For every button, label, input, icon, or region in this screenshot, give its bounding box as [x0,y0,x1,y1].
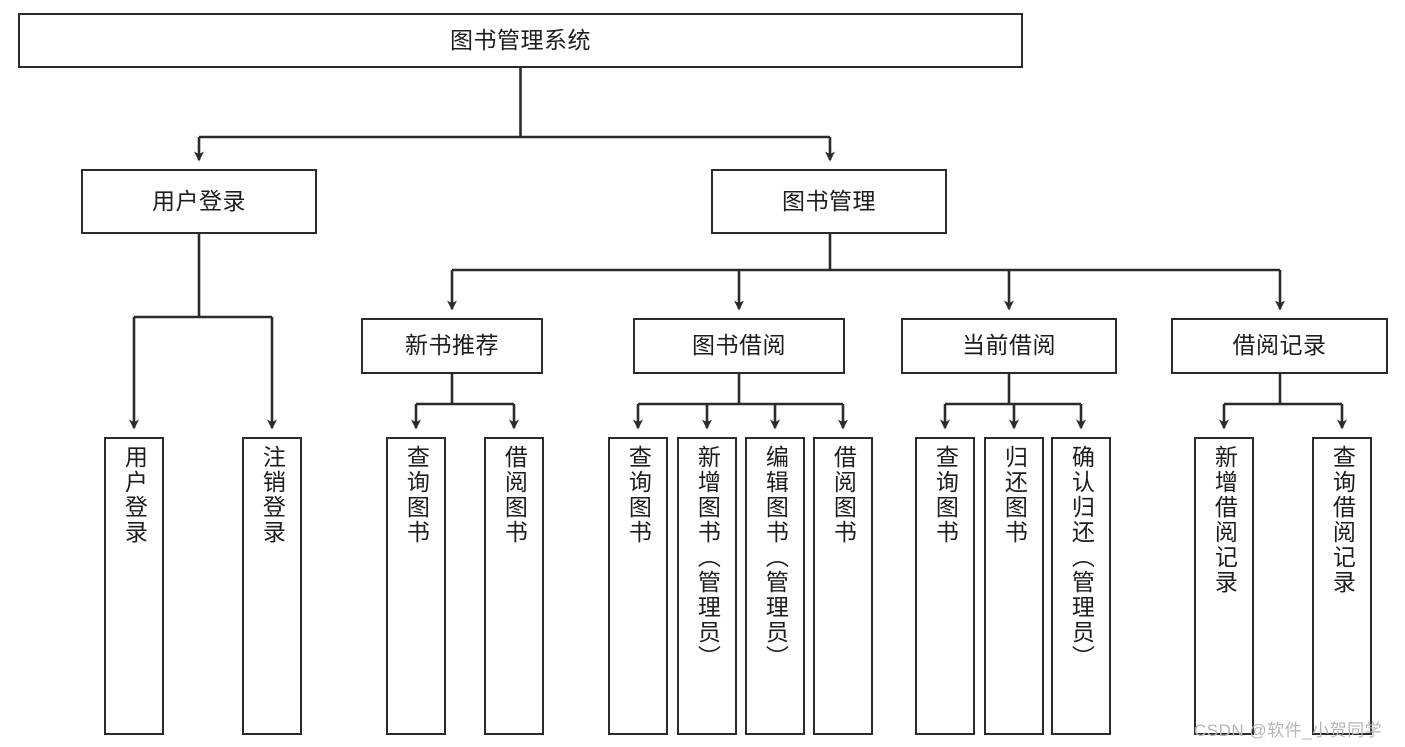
node-leaf-user-login-label: 用户登录 [121,445,148,545]
node-leaf-add-book[interactable]: 新增图书（管理员） [677,437,737,735]
node-root[interactable]: 图书管理系统 [18,13,1023,68]
node-leaf-query-book-2-label: 查询图书 [625,445,652,545]
node-leaf-confirm-return[interactable]: 确认归还（管理员） [1051,437,1111,735]
node-book-management[interactable]: 图书管理 [711,169,947,234]
node-book-borrow-label: 图书借阅 [692,332,786,359]
node-leaf-add-record-label: 新增借阅记录 [1211,445,1238,595]
node-leaf-borrow-book-1[interactable]: 借阅图书 [484,437,544,735]
node-borrow-record-label: 借阅记录 [1232,332,1327,359]
node-leaf-logout-login[interactable]: 注销登录 [242,437,302,735]
node-user-login-label: 用户登录 [152,187,246,214]
node-leaf-query-book-3-label: 查询图书 [932,445,959,545]
node-leaf-query-record[interactable]: 查询借阅记录 [1312,437,1372,735]
node-leaf-borrow-book-1-label: 借阅图书 [501,445,528,545]
node-current-borrow[interactable]: 当前借阅 [901,318,1117,374]
node-current-borrow-label: 当前借阅 [962,332,1056,359]
node-leaf-query-record-label: 查询借阅记录 [1329,445,1356,595]
node-new-book-recommend[interactable]: 新书推荐 [361,318,543,374]
node-leaf-edit-book[interactable]: 编辑图书（管理员） [745,437,805,735]
node-leaf-add-book-label: 新增图书（管理员） [694,445,721,670]
node-leaf-query-book-1[interactable]: 查询图书 [386,437,446,735]
node-leaf-borrow-book-2-label: 借阅图书 [830,445,857,545]
node-book-borrow[interactable]: 图书借阅 [633,318,845,374]
node-leaf-query-book-1-label: 查询图书 [403,445,430,545]
node-leaf-add-record[interactable]: 新增借阅记录 [1194,437,1254,735]
node-user-login[interactable]: 用户登录 [81,169,317,234]
node-new-book-recommend-label: 新书推荐 [405,332,499,359]
node-leaf-user-login[interactable]: 用户登录 [104,437,164,735]
node-leaf-return-book-label: 归还图书 [1001,445,1028,545]
node-root-label: 图书管理系统 [450,26,591,53]
node-book-management-label: 图书管理 [782,187,876,214]
node-leaf-query-book-2[interactable]: 查询图书 [608,437,668,735]
node-leaf-query-book-3[interactable]: 查询图书 [915,437,975,735]
node-borrow-record[interactable]: 借阅记录 [1171,318,1388,374]
node-leaf-edit-book-label: 编辑图书（管理员） [762,445,789,670]
node-leaf-borrow-book-2[interactable]: 借阅图书 [813,437,873,735]
node-leaf-logout-login-label: 注销登录 [259,445,286,545]
node-leaf-confirm-return-label: 确认归还（管理员） [1068,445,1095,670]
node-leaf-return-book[interactable]: 归还图书 [984,437,1044,735]
